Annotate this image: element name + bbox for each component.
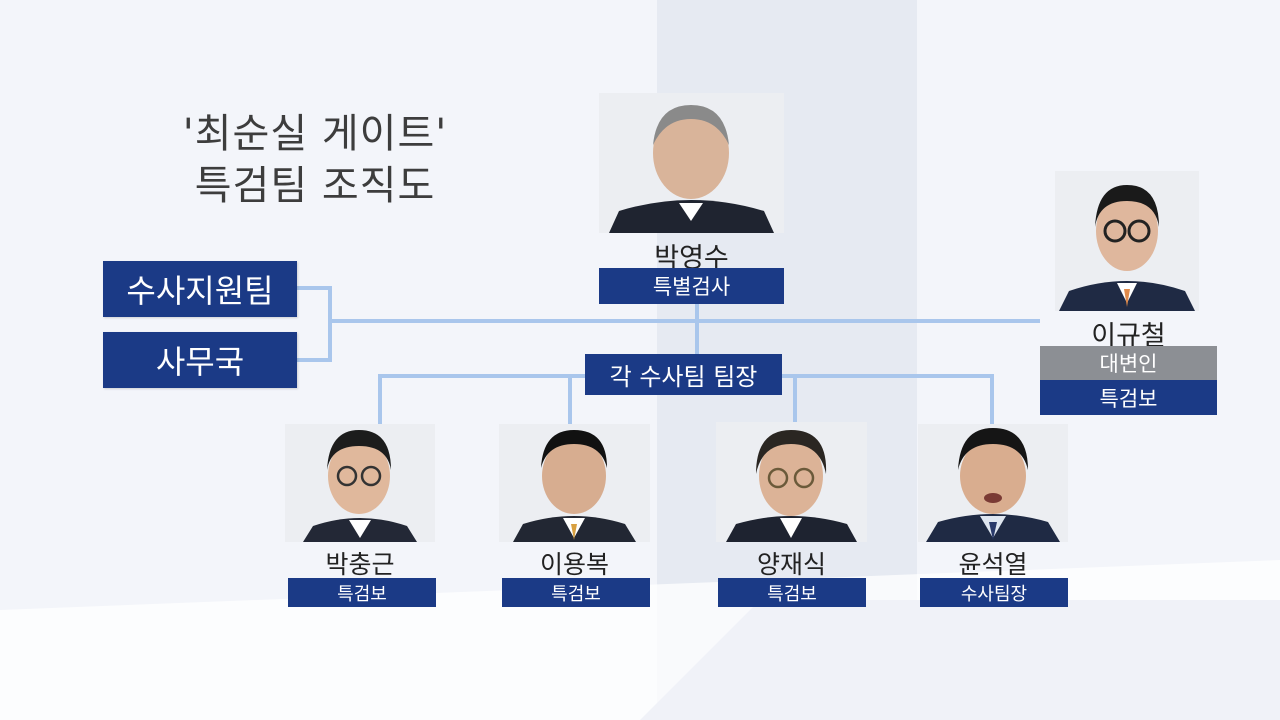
attorney-role-spokesperson: 대변인 (1040, 346, 1217, 380)
person-portrait-icon (1055, 171, 1199, 311)
member-role-4: 수사팀장 (920, 578, 1068, 607)
member-role-3: 특검보 (718, 578, 866, 607)
member-photo-3 (716, 422, 867, 542)
member-photo-4 (918, 424, 1068, 542)
team-leaders-hub: 각 수사팀 팀장 (585, 354, 782, 395)
unit-investigation-support: 수사지원팀 (103, 261, 297, 317)
member-role-2: 특검보 (502, 578, 650, 607)
person-portrait-icon (499, 424, 650, 542)
attorney-role-badge: 특검보 (1040, 380, 1217, 415)
unit-secretariat: 사무국 (103, 332, 297, 388)
attorney-photo (1055, 171, 1199, 311)
member-photo-1 (285, 424, 435, 542)
person-portrait-icon (285, 424, 435, 542)
member-photo-2 (499, 424, 650, 542)
chart-title: '최순실 게이트' 특검팀 조직도 (150, 108, 480, 212)
title-line-2: 특검팀 조직도 (194, 163, 436, 209)
person-portrait-icon (918, 424, 1068, 542)
member-name-3: 양재식 (756, 550, 826, 579)
member-role-1: 특검보 (288, 578, 436, 607)
member-name-4: 윤석열 (958, 550, 1028, 579)
person-portrait-icon (599, 93, 784, 233)
person-portrait-icon (716, 422, 867, 542)
head-role-badge: 특별검사 (599, 268, 784, 304)
head-photo (599, 93, 784, 233)
member-name-2: 이용복 (539, 550, 609, 579)
member-name-1: 박충근 (325, 550, 395, 579)
title-line-1: '최순실 게이트' (182, 111, 448, 157)
